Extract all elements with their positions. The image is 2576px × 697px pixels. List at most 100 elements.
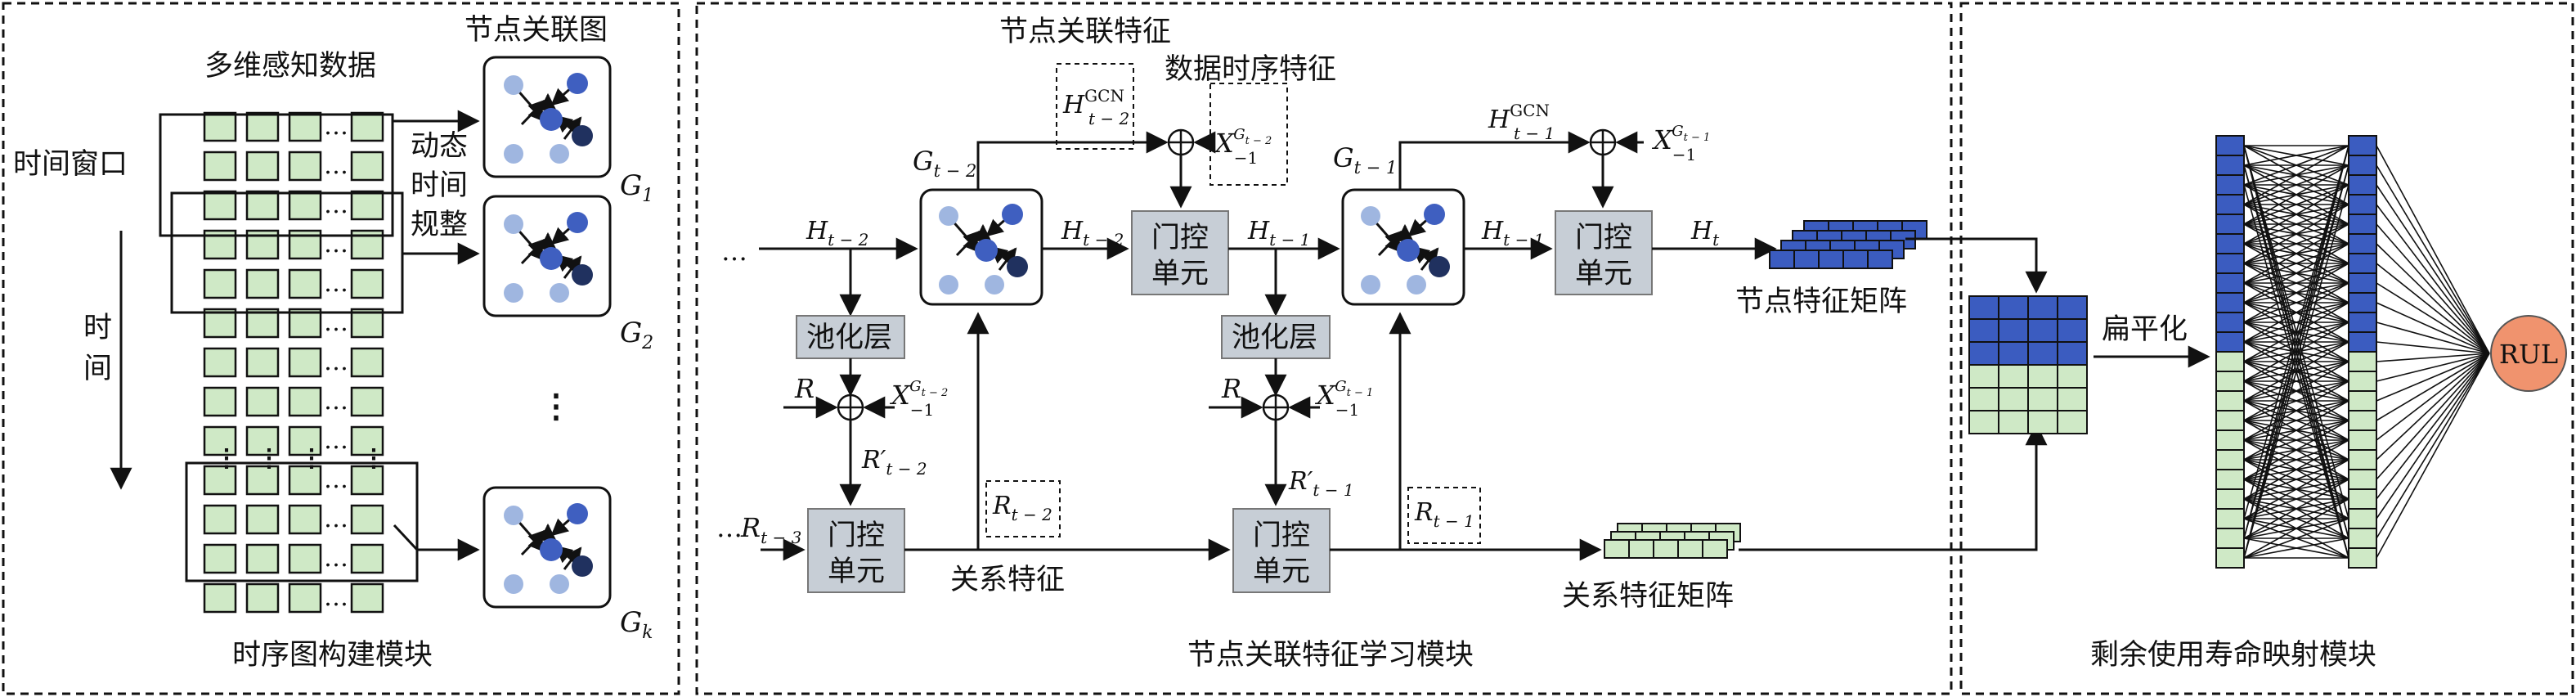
- data-cell: [203, 425, 237, 456]
- right-module-title: 剩余使用寿命映射模块: [2090, 639, 2376, 672]
- data-cell: [288, 190, 322, 221]
- relation-matrix-cell: [1677, 539, 1703, 559]
- gate-unit-bottom-tm1-line1: 门控: [1253, 519, 1310, 552]
- data-cell: [350, 151, 384, 182]
- node-matrix-cell: [1793, 250, 1820, 269]
- data-cell: [203, 268, 237, 299]
- fully-connected-network: [2215, 135, 2490, 569]
- label-g2: G2: [620, 317, 653, 353]
- mlp-layer2-neuron: [2348, 429, 2377, 451]
- mlp-layer2-neuron: [2348, 194, 2377, 215]
- mlp-layer1-neuron: [2215, 429, 2245, 451]
- gcn-to-oplus-tm2: [976, 131, 1169, 193]
- node-feature-matrix: [1769, 220, 1928, 269]
- data-cell: [350, 111, 384, 142]
- relation-matrix-cell: [1628, 539, 1654, 559]
- multidim-data-label: 多维感知数据: [204, 50, 376, 83]
- h-tm1-label-out: Ht − 1: [1481, 217, 1544, 250]
- mlp-layer1-neuron: [2215, 351, 2245, 372]
- node-matrix-cell: [1867, 250, 1893, 269]
- pooling-layer-tm2: [796, 315, 905, 359]
- data-cell: [245, 543, 280, 574]
- r-tm2-box: [985, 480, 1061, 537]
- flat-matrix-cell: [1968, 387, 1999, 411]
- data-cell: [288, 268, 322, 299]
- window-frame-1: [159, 113, 394, 237]
- mlp-layer1-neuron: [2215, 312, 2245, 333]
- row-ellipsis: …: [324, 269, 348, 298]
- row-ellipsis: …: [324, 230, 348, 259]
- gate-unit-bottom-tm2-line2: 单元: [828, 555, 885, 588]
- data-cell: [245, 268, 280, 299]
- mlp-layer1-neuron: [2215, 135, 2245, 156]
- gate-unit-top-tm1-line1: 门控: [1575, 222, 1632, 254]
- data-cell: [245, 504, 280, 535]
- node-feature-matrix-label: 节点特征矩阵: [1735, 286, 1907, 318]
- mlp-layer2-neuron: [2348, 135, 2377, 156]
- mlp-layer1-neuron: [2215, 292, 2245, 313]
- flat-matrix-cell: [1968, 410, 1999, 434]
- row-ellipsis: …: [324, 348, 348, 376]
- gate-unit-bottom-tm1-line2: 单元: [1253, 555, 1310, 588]
- data-cell: [350, 386, 384, 417]
- row-ellipsis: …: [324, 465, 348, 494]
- row-ellipsis: …: [324, 387, 348, 416]
- data-cell: [203, 386, 237, 417]
- graph-box-gk: [482, 486, 612, 609]
- data-cell: [350, 268, 384, 299]
- label-g1: G1: [620, 169, 653, 206]
- rul-label: RUL: [2499, 339, 2558, 370]
- flat-matrix-cell: [1998, 341, 2029, 366]
- flat-matrix-cell: [1968, 295, 1999, 320]
- relation-matrix-cell: [1653, 539, 1679, 559]
- mlp-layer1-neuron: [2215, 528, 2245, 549]
- gate-unit-bottom-tm2-line1: 门控: [828, 519, 885, 552]
- r-tm1-box: [1407, 487, 1481, 544]
- h-tm2-label-out: Ht − 2: [1061, 217, 1124, 250]
- flat-matrix-cell: [1968, 318, 1999, 343]
- data-cell: [288, 465, 322, 496]
- pooling-layer-tm2-label: 池化层: [806, 322, 892, 354]
- time-label-1: 时: [83, 312, 112, 344]
- module-frame-right: [1959, 2, 2574, 695]
- node-matrix-cell: [1842, 250, 1869, 269]
- node-matrix-cell: [1769, 250, 1795, 269]
- graph-box-g1: [482, 56, 612, 178]
- data-cell: [203, 190, 237, 221]
- mlp-layer1-neuron: [2215, 194, 2245, 215]
- r-tm1-label: Rt − 1: [1414, 498, 1474, 531]
- mlp-layer2-neuron: [2348, 488, 2377, 510]
- time-label-2: 间: [83, 353, 112, 385]
- data-cell: [288, 582, 322, 614]
- mlp-layer2-neuron: [2348, 449, 2377, 470]
- flat-matrix-cell: [2057, 341, 2088, 366]
- module-frame-left: [2, 2, 680, 695]
- data-cell: [245, 347, 280, 378]
- mlp-layer2-neuron: [2348, 410, 2377, 431]
- mlp-layer2-neuron: [2348, 469, 2377, 490]
- data-cell: [203, 347, 237, 378]
- mlp-layer1-neuron: [2215, 449, 2245, 470]
- mlp-layer1-neuron: [2215, 272, 2245, 294]
- data-cell: [245, 465, 280, 496]
- mlp-layer1-neuron: [2215, 174, 2245, 196]
- mlp-layer1-neuron: [2215, 155, 2245, 176]
- gate-unit-top-tm1: [1555, 210, 1653, 295]
- relation-matrix-cell: [1702, 539, 1728, 559]
- ellipsis-left-top: …: [721, 236, 747, 267]
- data-cell: [245, 582, 280, 614]
- gcn-box-tm1: [1341, 188, 1465, 306]
- row-ellipsis: …: [324, 583, 348, 612]
- data-cell: [203, 111, 237, 142]
- flat-matrix-cell: [1968, 364, 1999, 389]
- mlp-layer2-neuron: [2348, 272, 2377, 294]
- flat-matrix-cell: [2057, 387, 2088, 411]
- flat-matrix-cell: [1998, 295, 2029, 320]
- x-pool-tm2-label: X−1Gt − 2: [889, 378, 948, 420]
- mlp-layer2-neuron: [2348, 214, 2377, 235]
- dtw-label-3: 规整: [411, 209, 468, 241]
- relation-matrix-cell: [1604, 539, 1630, 559]
- gate-unit-top-tm2-line1: 门控: [1151, 222, 1209, 254]
- data-cell: [350, 504, 384, 535]
